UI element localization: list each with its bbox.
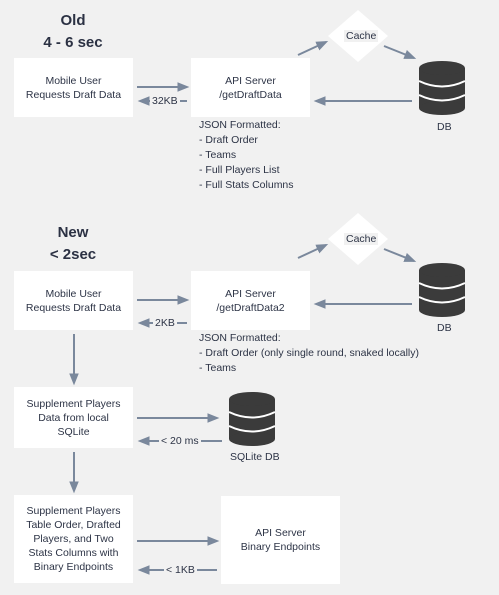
new-server-line-1: API Server bbox=[225, 287, 276, 300]
new-client-box: Mobile User Requests Draft Data bbox=[14, 271, 133, 330]
sqlite-db-label: SQLite DB bbox=[228, 451, 282, 463]
old-cache-to-db-arrow bbox=[383, 45, 417, 59]
binary-server-line-2: Binary Endpoints bbox=[240, 541, 321, 553]
supplement-line-2: Data from local bbox=[38, 411, 109, 424]
binary-size-label: < 1KB bbox=[164, 564, 197, 576]
new-heading-title: New bbox=[57, 224, 89, 241]
new-size-label: 2KB bbox=[153, 317, 177, 329]
old-server-box: API Server /getDraftData bbox=[191, 58, 310, 117]
new-client-line-2: Requests Draft Data bbox=[25, 301, 122, 314]
supplement-line-3: SQLite bbox=[57, 425, 90, 438]
old-server-line-1: API Server bbox=[225, 74, 276, 87]
table-line-5: Binary Endpoints bbox=[33, 561, 114, 573]
old-json-line-1: JSON Formatted: bbox=[199, 119, 281, 131]
new-json-line-2: - Draft Order (only single round, snaked… bbox=[199, 347, 420, 359]
old-heading-time: 4 - 6 sec bbox=[43, 34, 103, 51]
old-client-line-2: Requests Draft Data bbox=[25, 88, 122, 101]
table-line-2: Table Order, Drafted bbox=[26, 519, 121, 531]
new-client-line-1: Mobile User bbox=[45, 287, 102, 300]
new-heading-time: < 2sec bbox=[49, 246, 97, 263]
sqlite-time-label: < 20 ms bbox=[159, 435, 201, 447]
binary-server-box: API Server Binary Endpoints bbox=[221, 496, 340, 584]
old-db-icon bbox=[418, 61, 466, 115]
new-json-line-3: - Teams bbox=[199, 362, 237, 374]
table-order-box: Supplement Players Table Order, Drafted … bbox=[14, 495, 133, 583]
new-cache-to-db-arrow bbox=[383, 248, 417, 262]
new-server-box: API Server /getDraftData2 bbox=[191, 271, 310, 330]
old-cache-label: Cache bbox=[344, 30, 379, 42]
table-line-1: Supplement Players bbox=[26, 505, 121, 517]
table-line-4: Stats Columns with bbox=[28, 547, 119, 559]
old-json-line-3: - Teams bbox=[199, 149, 237, 161]
old-client-line-1: Mobile User bbox=[45, 74, 102, 87]
sqlite-db-icon bbox=[228, 392, 276, 446]
old-client-box: Mobile User Requests Draft Data bbox=[14, 58, 133, 117]
new-heading: New < 2sec bbox=[30, 222, 116, 266]
new-server-line-2: /getDraftData2 bbox=[216, 301, 285, 314]
old-heading: Old 4 - 6 sec bbox=[30, 10, 116, 54]
old-server-line-2: /getDraftData bbox=[219, 88, 282, 101]
old-db-label: DB bbox=[435, 121, 454, 133]
old-json-line-5: - Full Stats Columns bbox=[199, 179, 294, 191]
supplement-line-1: Supplement Players bbox=[26, 397, 121, 410]
old-json-line-4: - Full Players List bbox=[199, 164, 280, 176]
old-json-line-2: - Draft Order bbox=[199, 134, 258, 146]
table-line-3: Players, and Two bbox=[33, 533, 114, 545]
old-json-list: JSON Formatted: - Draft Order - Teams - … bbox=[199, 118, 294, 193]
supplement-box: Supplement Players Data from local SQLit… bbox=[14, 387, 133, 448]
new-json-line-1: JSON Formatted: bbox=[199, 332, 281, 344]
old-server-to-cache-arrow bbox=[297, 40, 329, 56]
new-server-to-cache-arrow bbox=[297, 243, 329, 259]
old-size-label: 32KB bbox=[150, 95, 180, 107]
binary-server-line-1: API Server bbox=[255, 527, 306, 539]
old-heading-title: Old bbox=[60, 12, 86, 29]
new-db-label: DB bbox=[435, 322, 454, 334]
new-db-icon bbox=[418, 263, 466, 317]
new-json-list: JSON Formatted: - Draft Order (only sing… bbox=[199, 331, 419, 376]
new-cache-label: Cache bbox=[344, 233, 379, 245]
